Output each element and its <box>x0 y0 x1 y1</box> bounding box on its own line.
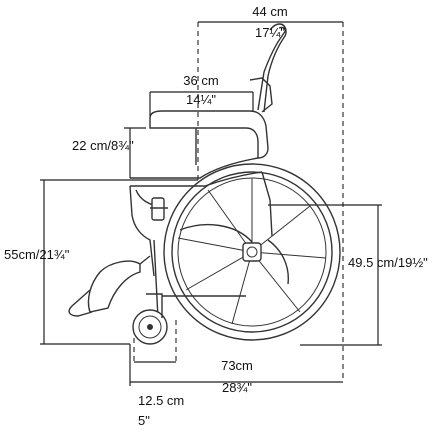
backrest-clamp <box>249 77 273 113</box>
caster-width-imperial: 5" <box>138 413 150 427</box>
rear-frame-tube <box>261 171 273 237</box>
wheelchair-drawing <box>68 23 341 345</box>
seat-height-label: 55cm/21¾" <box>4 247 70 262</box>
seat-depth-imperial: 14¼" <box>186 92 216 107</box>
rear-wheel-tire <box>163 163 341 341</box>
caster-width-metric: 12.5 cm <box>138 393 184 408</box>
overall-length-imperial: 28¾" <box>222 380 252 395</box>
push-handle <box>257 23 287 111</box>
caster-wheel-inner <box>138 315 162 339</box>
overall-height-metric: 44 cm <box>252 4 287 19</box>
cross-brace <box>179 224 253 243</box>
dimension-labels: 44 cm 17¼" 36 cm 14¼" 22 cm/8¾" 55cm/21¾… <box>4 4 428 428</box>
front-frame <box>129 185 155 277</box>
footrest-tip <box>68 289 93 317</box>
rear-wheel-spokes <box>177 178 327 325</box>
overall-height-imperial: 17¼" <box>255 25 285 40</box>
rear-anti-tip <box>267 239 289 285</box>
footrest-plate <box>87 260 141 313</box>
footrest-hanger <box>139 255 151 265</box>
caster-fork <box>146 293 163 318</box>
seat-rail <box>130 157 259 179</box>
armrest-lower <box>149 118 259 158</box>
overall-length-metric: 73cm <box>221 358 253 373</box>
seat-depth-metric: 36 cm <box>183 73 218 88</box>
push-handle-inner <box>263 26 287 113</box>
rear-wheel-axle <box>246 246 258 258</box>
seat-rail-lower <box>130 171 263 187</box>
caster-hub <box>147 324 153 330</box>
dimension-lines <box>40 21 382 386</box>
rear-wheel-pushrim <box>171 171 333 333</box>
armrest <box>149 110 269 159</box>
rear-wheel-hub <box>242 242 262 262</box>
caster-fork-stem <box>153 239 159 319</box>
wheel-height-label: 49.5 cm/19½" <box>348 255 428 270</box>
armrest-height-label: 22 cm/8¾" <box>72 138 134 153</box>
brake-block <box>151 197 165 221</box>
